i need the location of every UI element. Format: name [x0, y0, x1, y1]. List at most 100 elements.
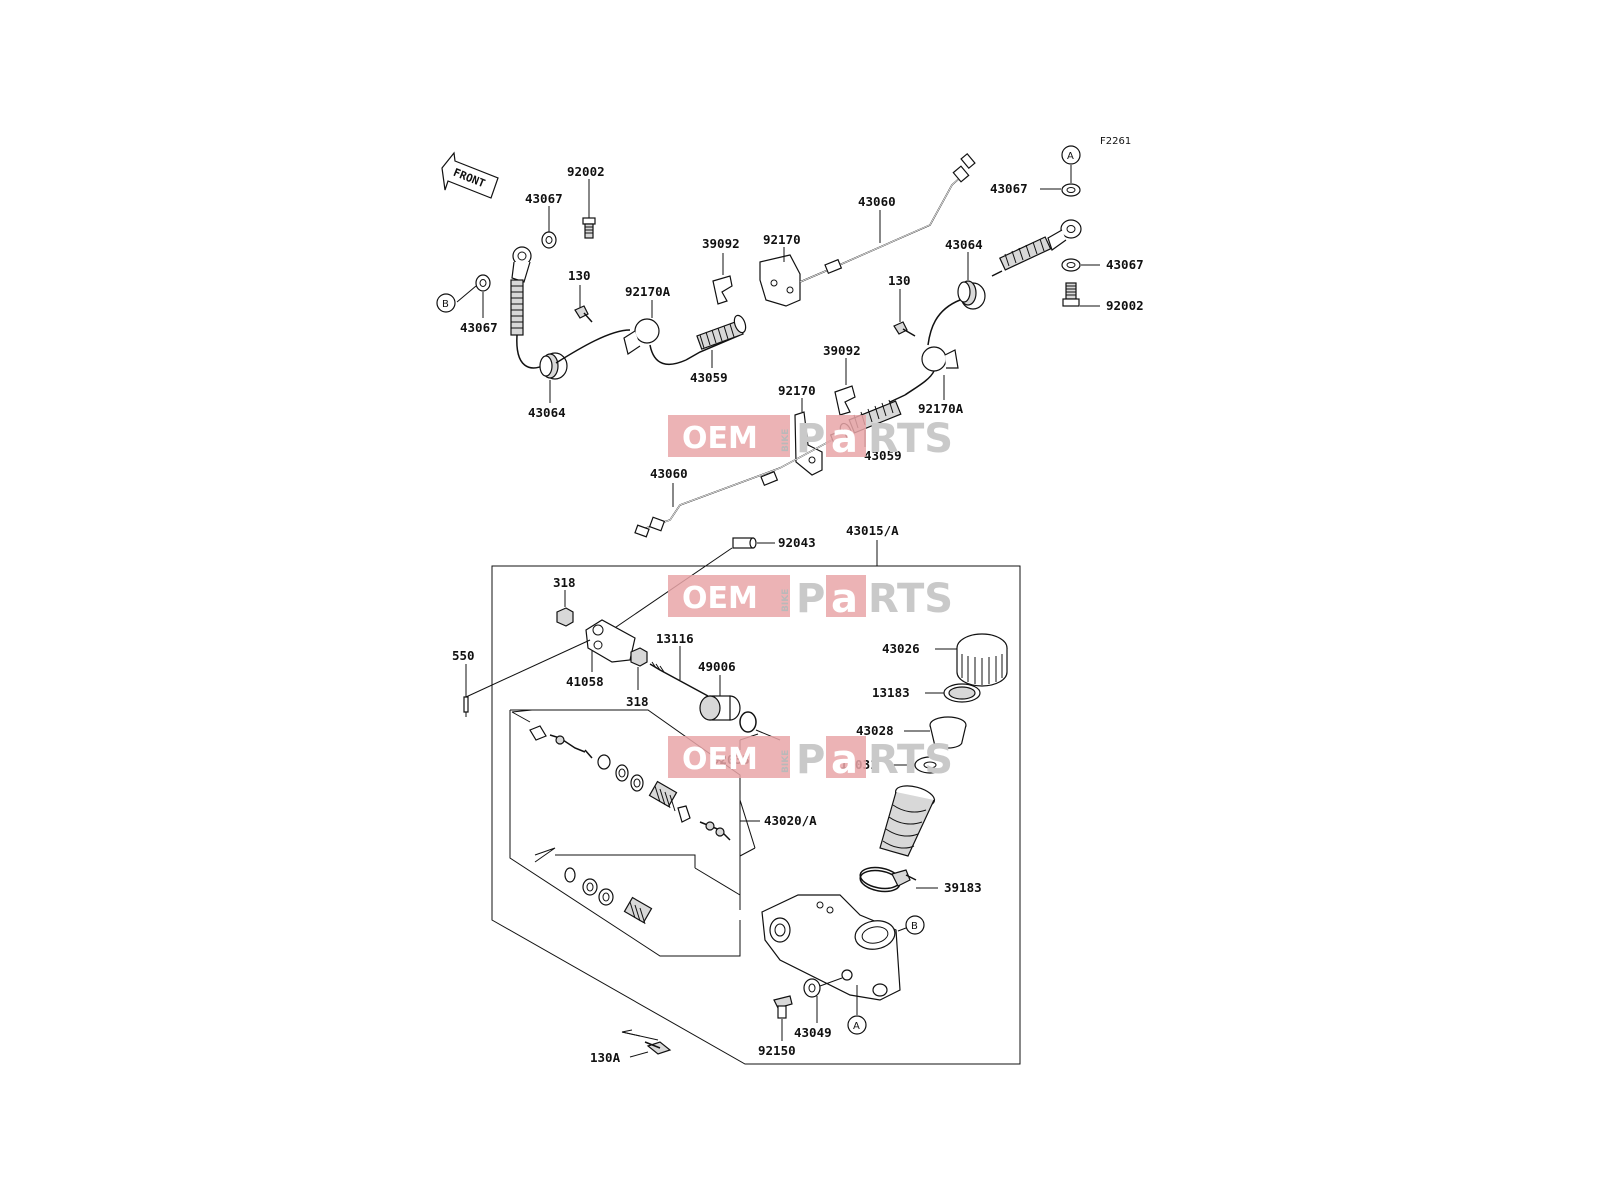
nut-318-bottom	[630, 647, 648, 667]
watermark-2: OEM BIKE P a RTS	[668, 575, 953, 622]
label-92170-mid: 92170	[778, 383, 816, 398]
grommet-43064-right	[927, 280, 986, 346]
washer-16031	[914, 756, 946, 774]
clip-39092-right	[834, 385, 856, 416]
bolt-92002-right	[1062, 282, 1080, 307]
label-43067-left-bottom: 43067	[460, 320, 498, 335]
callout-a-cylinder	[847, 1015, 867, 1035]
pipe-43060-mid	[634, 439, 833, 538]
push-rod-13116	[649, 661, 709, 697]
master-cylinder-body	[761, 894, 901, 1001]
callout-a-cylinder-text: A	[853, 1021, 860, 1032]
label-92170a-left: 92170A	[625, 284, 671, 299]
label-43049: 43049	[794, 1025, 832, 1040]
label-92170a-right: 92170A	[918, 401, 964, 416]
bolt-92002-left	[582, 217, 596, 239]
label-43059-right: 43059	[864, 448, 902, 463]
assembly-43015a-outline	[491, 565, 1021, 1065]
bolt-130-right	[893, 321, 916, 337]
label-43060-top: 43060	[858, 194, 896, 209]
label-130a: 130A	[590, 1050, 621, 1065]
diaphragm-43028	[929, 716, 967, 749]
watermark-3: OEM BIKE P a RTS	[668, 736, 953, 783]
kit-43020a-outline	[509, 709, 756, 957]
callout-b-left-text: B	[442, 299, 449, 310]
label-92002-right: 92002	[1106, 298, 1144, 313]
svg-text:a: a	[831, 737, 858, 783]
label-92170-left: 92170	[763, 232, 801, 247]
clevis-41058	[585, 619, 636, 663]
label-130-right: 130	[888, 273, 911, 288]
piston-kit-lower-row	[564, 867, 653, 925]
label-43064-left: 43064	[528, 405, 566, 420]
clip-39092-left	[712, 275, 733, 305]
svg-text:a: a	[831, 416, 858, 462]
label-13116: 13116	[656, 631, 694, 646]
watermark-1: OEM BIKE P a RTS	[668, 415, 953, 462]
label-43064-right: 43064	[945, 237, 983, 252]
washer-43067-left-top	[541, 231, 557, 249]
callout-a-top-text: A	[1067, 151, 1074, 162]
svg-text:RTS: RTS	[868, 737, 953, 783]
front-direction-arrow: FRONT	[441, 151, 499, 199]
hose-clamp-39183	[859, 866, 917, 893]
hose-fitting-right	[991, 219, 1082, 277]
label-43060-mid: 43060	[650, 466, 688, 481]
svg-text:BIKE: BIKE	[781, 429, 791, 452]
label-43028: 43028	[856, 723, 894, 738]
washer-43067-right-top	[1061, 183, 1081, 197]
bolt-92150	[773, 995, 793, 1019]
label-92043: 92043	[778, 535, 816, 550]
svg-text:P: P	[796, 576, 825, 622]
svg-text:OEM: OEM	[682, 421, 758, 456]
label-49006: 49006	[698, 659, 736, 674]
label-550: 550	[452, 648, 475, 663]
fitting-43059-left	[685, 314, 747, 361]
label-43020a: 43020/A	[764, 813, 817, 828]
bracket-92170-left	[759, 254, 801, 307]
label-39092-left: 39092	[702, 236, 740, 251]
svg-text:OEM: OEM	[682, 581, 758, 616]
washer-43067-left-bottom	[475, 274, 491, 292]
label-130-left: 130	[568, 268, 591, 283]
cotter-pin-550	[463, 639, 591, 717]
callout-b-cylinder	[905, 915, 925, 935]
label-43015a: 43015/A	[846, 523, 899, 538]
label-39183: 39183	[944, 880, 982, 895]
svg-text:P: P	[796, 737, 825, 783]
label-318-top: 318	[553, 575, 576, 590]
boot-49006	[699, 695, 741, 721]
plate-13183	[943, 683, 981, 703]
reservoir-hose	[879, 785, 936, 857]
callout-b-cylinder-text: B	[911, 921, 918, 932]
clamp-92170a-left	[555, 318, 687, 366]
svg-text:a: a	[831, 576, 858, 622]
diagram-ref-code: F2261	[1100, 136, 1131, 147]
circlip-92033	[739, 711, 781, 741]
reservoir-cap-43026	[956, 633, 1008, 687]
washer-43049	[803, 977, 843, 998]
label-43067-left-top: 43067	[525, 191, 563, 206]
label-43059-left: 43059	[690, 370, 728, 385]
bolt-130-left	[574, 305, 593, 323]
callout-a-top	[1061, 145, 1081, 165]
label-318-bottom: 318	[626, 694, 649, 709]
clamp-92170a-right	[904, 346, 959, 396]
label-39092-right: 39092	[823, 343, 861, 358]
label-43067-right-mid: 43067	[1106, 257, 1144, 272]
svg-text:BIKE: BIKE	[781, 750, 791, 773]
label-92150: 92150	[758, 1043, 796, 1058]
svg-text:RTS: RTS	[868, 416, 953, 462]
bracket-92170-mid	[794, 411, 823, 476]
label-92002-left: 92002	[567, 164, 605, 179]
label-43026: 43026	[882, 641, 920, 656]
label-13183: 13183	[872, 685, 910, 700]
label-41058: 41058	[566, 674, 604, 689]
svg-text:BIKE: BIKE	[781, 589, 791, 612]
callout-b-left	[436, 293, 456, 313]
label-43067-right-top: 43067	[990, 181, 1028, 196]
nut-318-top	[556, 607, 574, 627]
washer-43067-right-mid	[1061, 258, 1081, 272]
svg-text:P: P	[796, 416, 825, 462]
